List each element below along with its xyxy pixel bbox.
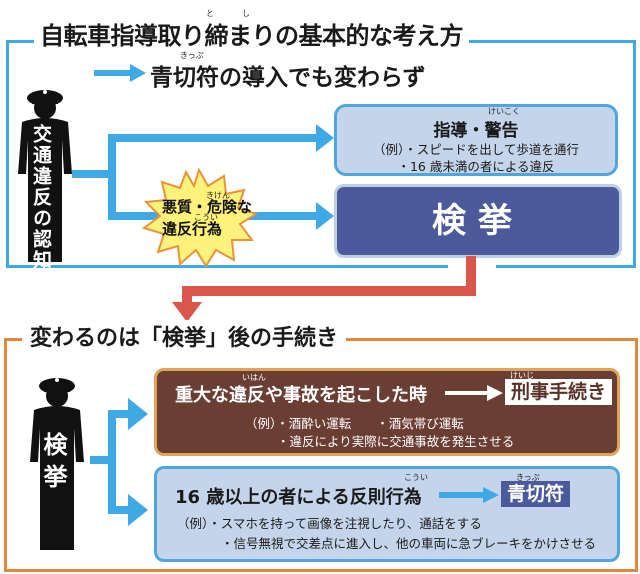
guidance-warning-box: 指導・警告 （例）・スピードを出して歩道を通行 ・16 歳未満の者による違反 — [334, 104, 618, 176]
subtitle-arrow-icon — [94, 64, 146, 82]
criminal-arrow-icon — [445, 385, 503, 401]
criminal-procedure-box: 重大な違反や事故を起こした時 刑事手続き （例）・酒酔い運転 ・酒気帯び運転 ・… — [154, 368, 620, 456]
ruby-koui: こうい — [194, 213, 218, 222]
officer-label-recognition: 交通違反の認知 — [30, 124, 52, 271]
criminal-example-1: （例）・酒酔い運転 ・酒気帯び運転 — [245, 416, 464, 431]
fine-arrow-icon — [439, 487, 499, 503]
top-section-title: 自転車指導取り締まりの基本的な考え方 と し — [34, 9, 469, 51]
ruby-keikoku: けいこく — [488, 107, 520, 116]
ruby-koui-fine: こうい — [404, 473, 428, 482]
ruby-kiken: きけん — [206, 191, 230, 200]
burst-text: 悪質・危険な 違反行為 — [162, 198, 253, 238]
branch-arrows-bottom — [90, 398, 148, 526]
ruby-ihan-crim: いはん — [242, 373, 266, 382]
red-connector-arrow-icon — [172, 256, 476, 322]
criminal-example-2: ・違反により実際に交通事故を発生させる — [277, 434, 515, 449]
criminal-procedure-tag: 刑事手続き — [505, 379, 613, 405]
guidance-example-1: （例）・スピードを出して歩道を通行 — [373, 142, 579, 157]
police-officer-arrest-icon — [30, 378, 84, 550]
blue-ticket-box: 16 歳以上の者による反則行為 青切符 （例）・スマホを持って画像を注視したり、… — [154, 466, 620, 562]
ruby-shi: し — [242, 9, 250, 18]
ruby-kippu-fine: きっぷ — [516, 473, 540, 482]
officer-label-arrest: 検挙 — [39, 432, 67, 496]
burst-badge — [141, 168, 258, 268]
ruby-to: と — [206, 9, 214, 18]
ruby-keiji: けいじ — [510, 371, 534, 380]
top-section-subtitle: 青切符の導入でも変わらず きっぷ — [150, 51, 426, 91]
ruby-kippu: きっぷ — [180, 51, 204, 60]
blue-ticket-tag: 青切符 — [501, 481, 571, 507]
fine-example-2: ・信号無視で交差点に進入し、他の車両に急ブレーキをかけさせる — [221, 536, 597, 551]
guidance-heading: 指導・警告 — [433, 121, 519, 141]
fine-example-1: （例）・スマホを持って画像を注視したり、通話をする — [177, 516, 482, 531]
fine-heading: 16 歳以上の者による反則行為 — [175, 487, 422, 508]
arrest-box: 検挙 — [334, 184, 622, 258]
guidance-example-2: ・16 歳未満の者による違反 — [397, 159, 555, 174]
police-officer-icon — [18, 90, 72, 262]
bottom-section-title: 変わるのは「検挙」後の手続き — [22, 320, 347, 352]
criminal-heading: 重大な違反や事故を起こした時 — [175, 385, 427, 406]
